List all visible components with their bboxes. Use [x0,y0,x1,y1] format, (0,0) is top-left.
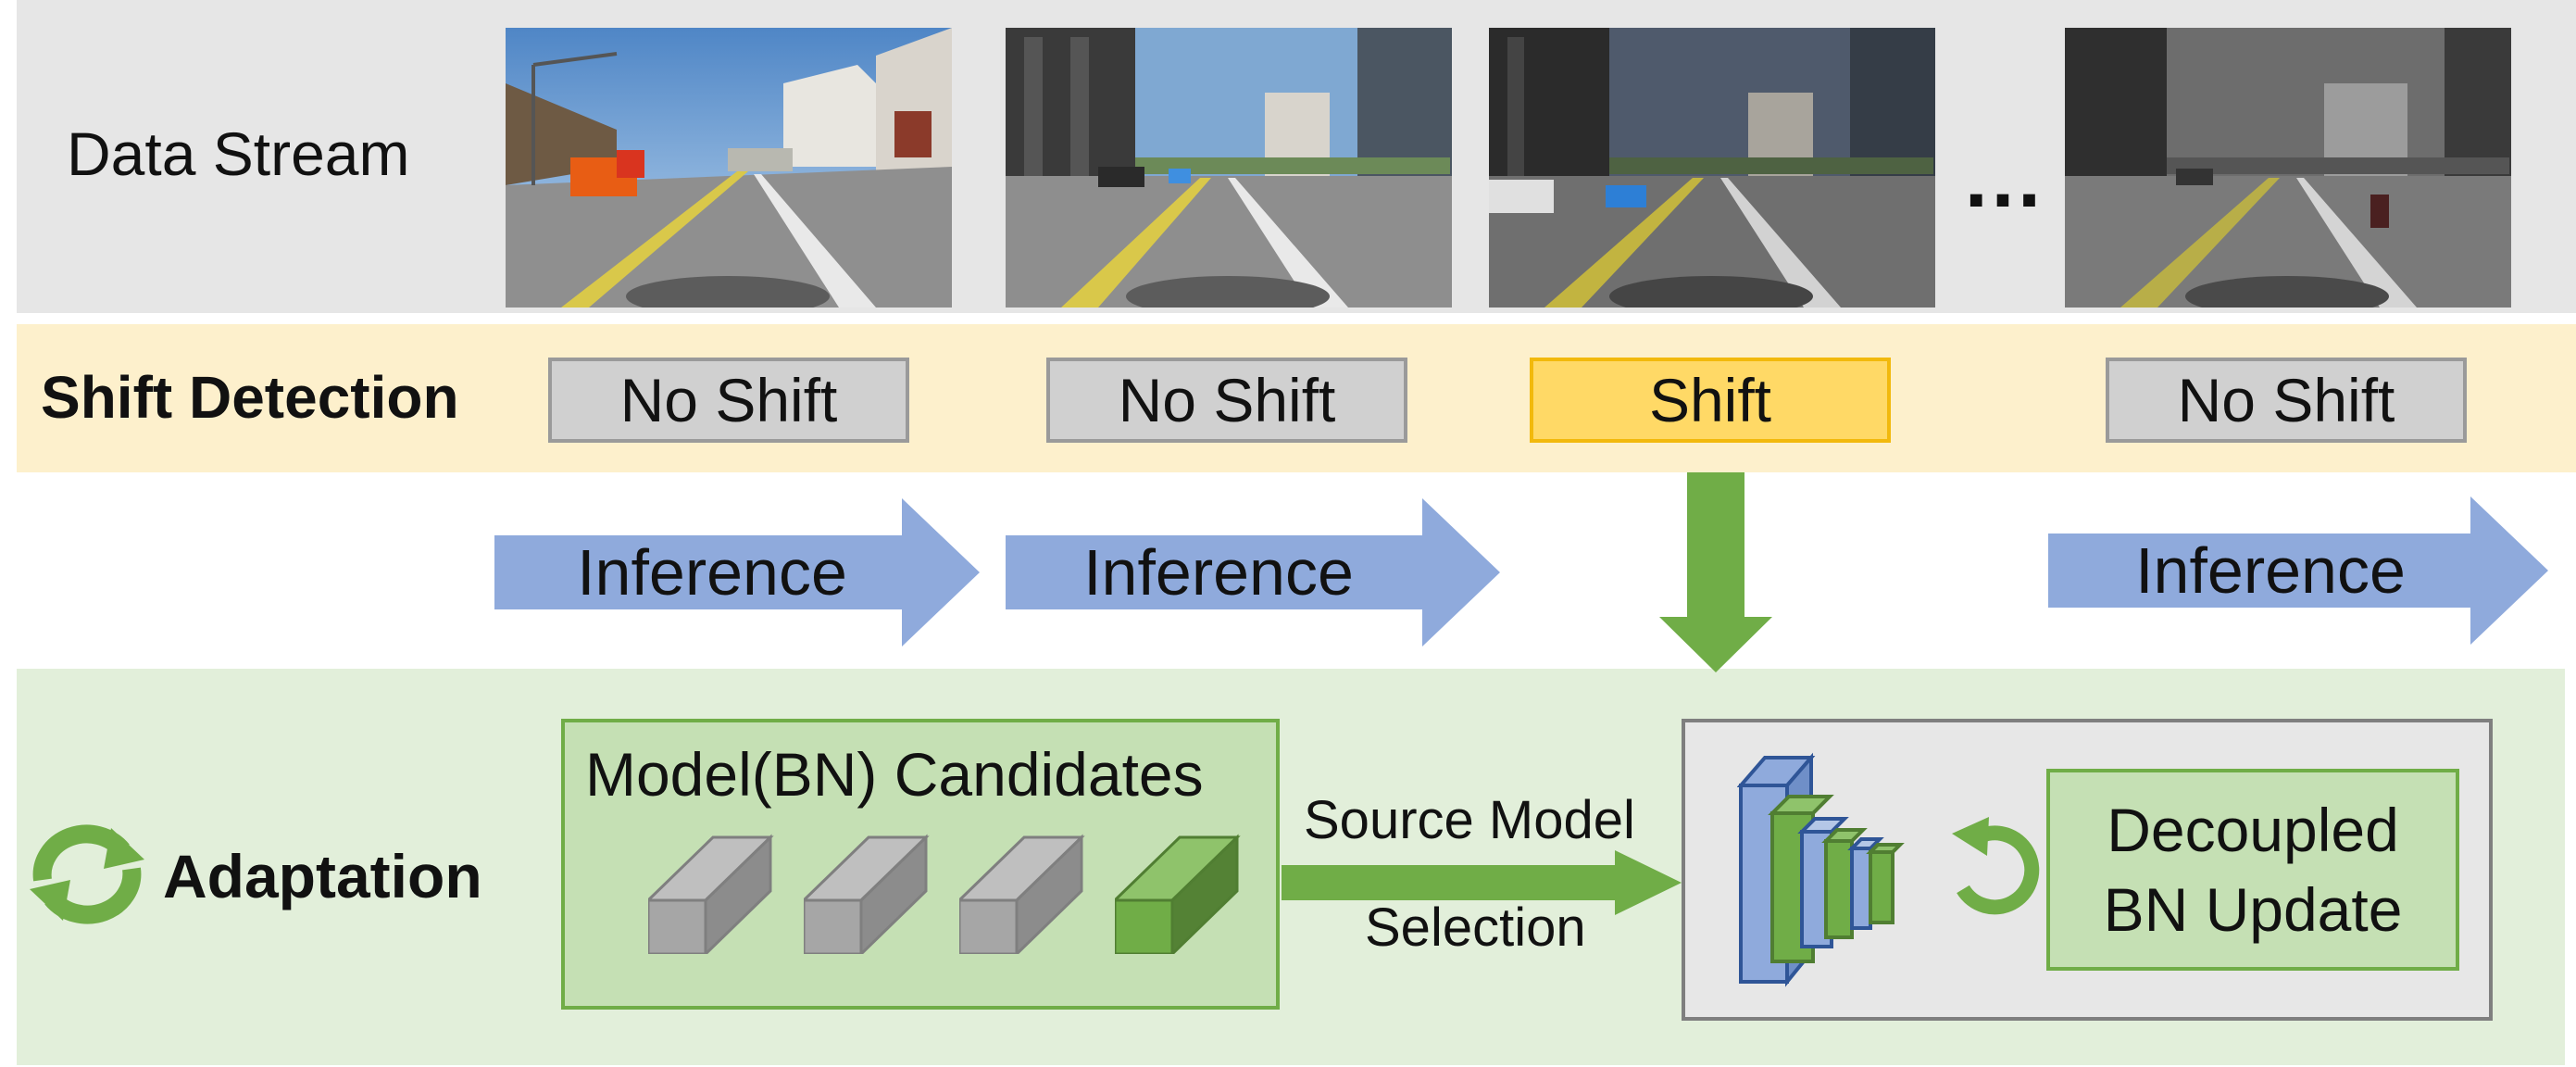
gray-cube-icon [959,834,1085,954]
cnn-layers-icon [1737,752,1905,987]
inference-label: Inference [2135,534,2406,607]
shift-detection-label: Shift Detection [41,364,459,431]
source-model-selection-arrow [1282,850,1682,915]
inference-label: Inference [577,536,847,609]
source-model-label: Source Model [1304,790,1635,850]
adaptation-label: Adaptation [163,842,482,910]
gray-cube-icon [804,834,930,954]
decoupled-bn-update-panel: Decoupled BN Update [2046,769,2459,971]
bn-update-line1: Decoupled [2107,796,2399,864]
stream-frame-3 [1489,28,1935,308]
model-candidates-title: Model(BN) Candidates [585,740,1204,809]
inference-label: Inference [1083,536,1354,609]
shift-box-no-shift: No Shift [2106,358,2467,443]
shift-to-adapt-arrow [1659,472,1772,672]
stream-frame-1 [506,28,952,308]
refresh-cycle-icon [30,824,144,924]
selection-label: Selection [1365,898,1586,958]
green-cube-icon [1115,834,1241,954]
circular-arrow-icon [1952,817,2040,915]
shift-box-no-shift: No Shift [548,358,909,443]
gray-cube-icon [648,834,774,954]
shift-box-shift: Shift [1530,358,1891,443]
inference-arrow: Inference [494,498,980,646]
stream-frame-2 [1006,28,1452,308]
shift-box-no-shift: No Shift [1046,358,1407,443]
stream-ellipsis: … [1961,132,2050,225]
bn-update-line2: BN Update [2103,875,2403,944]
stream-frame-4 [2065,28,2511,308]
data-stream-label: Data Stream [67,119,410,188]
inference-arrow: Inference [2048,496,2548,645]
inference-arrow: Inference [1006,498,1500,646]
